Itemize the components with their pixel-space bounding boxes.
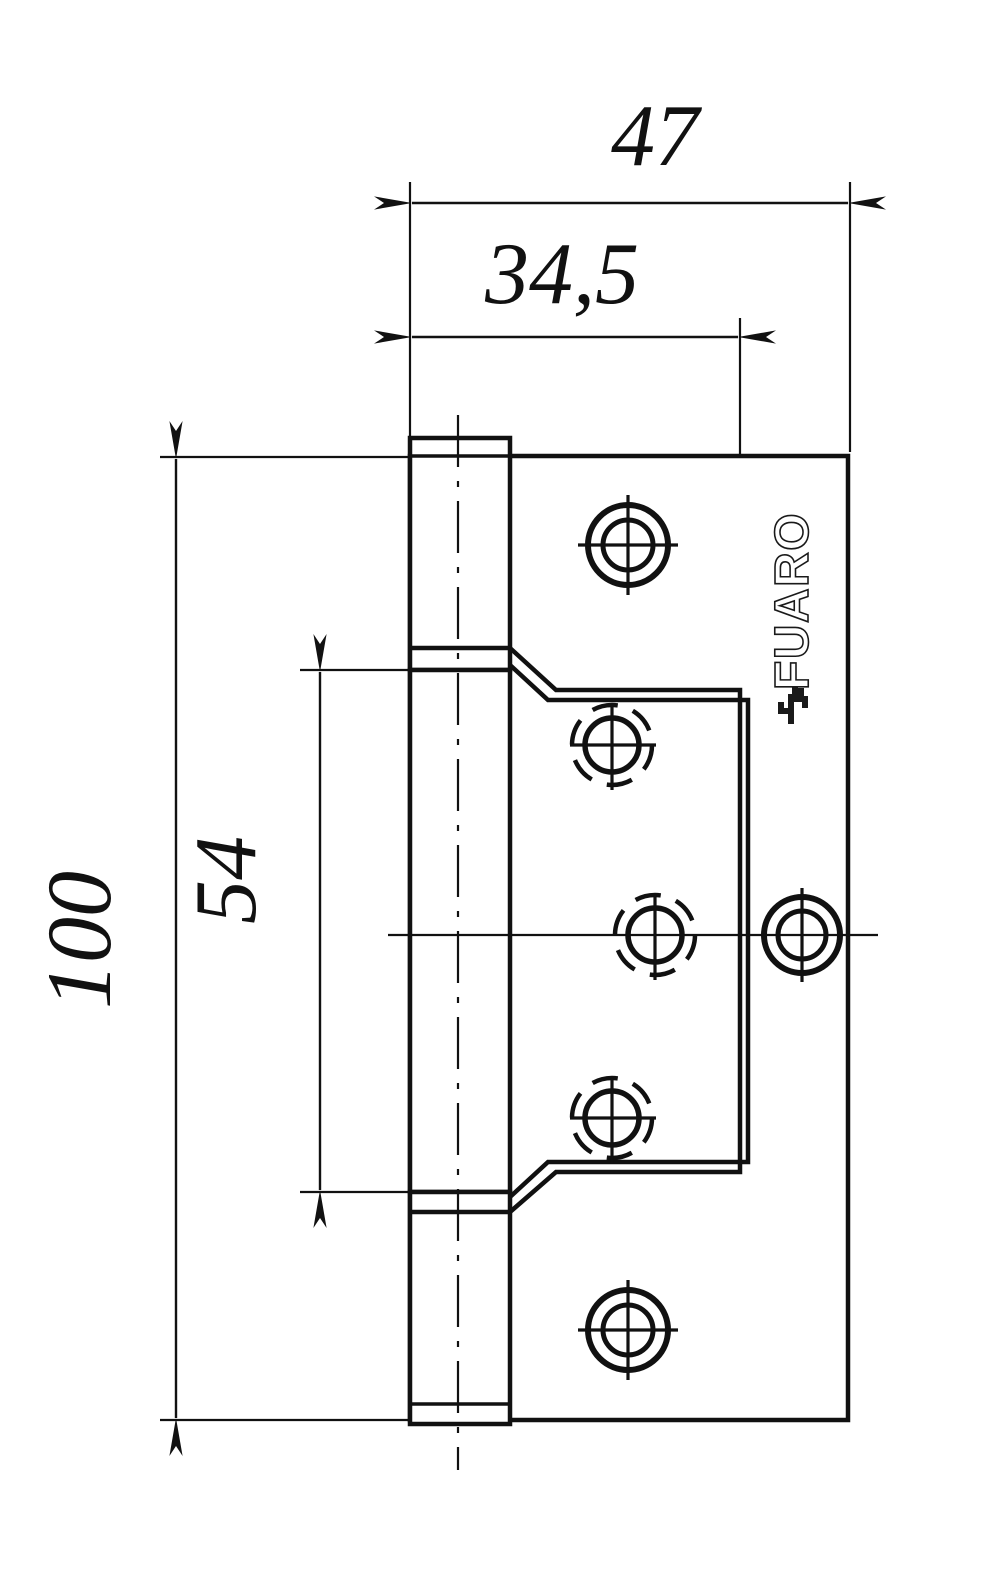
dimension-label-height-knuckle-gap: 54: [178, 836, 275, 924]
hinge-knuckle-top: [407, 435, 513, 673]
brand-logo-group: FUARO: [765, 511, 820, 691]
hinge-knuckle-bottom: [407, 1189, 513, 1427]
dimension-label-width-overall: 47: [611, 88, 703, 185]
screw-hole-middle-hidden: [612, 892, 698, 980]
screw-hole-bottom: [578, 1280, 678, 1380]
dimension-label-height-overall: 100: [28, 871, 130, 1009]
brand-name-text: FUARO: [766, 512, 819, 690]
pinwheel-logo-icon: [778, 686, 808, 724]
screw-hole-upper-hidden: [569, 702, 656, 790]
dimension-label-width-inner-leaf: 34,5: [484, 226, 639, 323]
centerlines: [388, 415, 878, 1470]
dimension-lines: [169, 196, 886, 1456]
screw-hole-top: [578, 495, 678, 595]
hinge-inner-leaf-outline: [508, 663, 751, 1199]
screw-hole-lower-hidden: [569, 1075, 656, 1163]
hinge-knuckle-middle: [407, 667, 513, 1195]
screw-hole-right-edge: [761, 888, 843, 982]
hinge-inner-leaf-outer-outline: [508, 646, 743, 1214]
